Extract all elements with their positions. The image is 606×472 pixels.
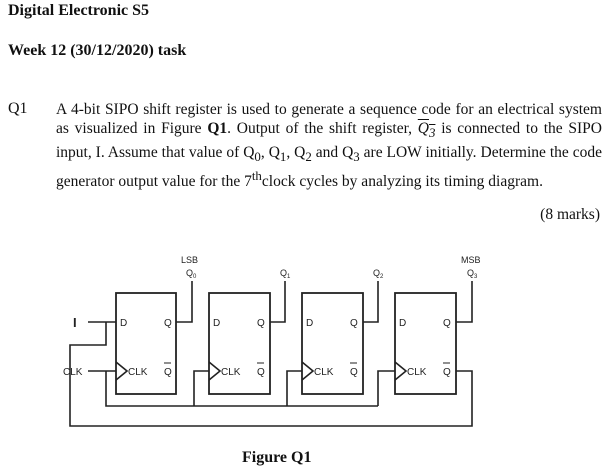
feedback-wire [69, 322, 473, 427]
clock-wire-1 [193, 370, 209, 406]
svg-text:CLK: CLK [128, 367, 148, 378]
figure-caption: Figure Q1 [242, 449, 312, 466]
flipflop-1 [208, 292, 271, 395]
svg-text:D: D [399, 318, 406, 329]
svg-text:Q: Q [373, 268, 380, 278]
input-label: I [73, 315, 77, 330]
question-text: A 4-bit SIPO shift register is used to g… [56, 101, 602, 191]
svg-text:Q: Q [257, 367, 265, 378]
svg-text:Q: Q [280, 268, 287, 278]
svg-text:Q: Q [350, 318, 358, 329]
svg-text:0: 0 [193, 274, 197, 280]
svg-text:Q: Q [467, 268, 474, 278]
svg-text:Q: Q [257, 318, 265, 329]
svg-text:Q: Q [186, 268, 193, 278]
svg-text:1: 1 [287, 274, 291, 280]
msb-label: MSB [461, 255, 481, 265]
q1-output-wire [270, 281, 286, 323]
q0-output-wire [176, 281, 193, 323]
clock-triangle-3 [394, 361, 408, 381]
svg-text:Q: Q [443, 367, 451, 378]
clock-triangle-0 [115, 361, 129, 381]
flipflop-3 [394, 292, 457, 395]
svg-text:Q: Q [443, 318, 451, 329]
svg-text:D: D [213, 318, 220, 329]
q3-output-wire [456, 281, 473, 323]
svg-text:D: D [120, 318, 127, 329]
task-title: Week 12 (30/12/2020) task [8, 42, 187, 59]
svg-text:CLK: CLK [221, 367, 241, 378]
svg-text:CLK: CLK [407, 367, 427, 378]
svg-text:2: 2 [380, 274, 384, 280]
clock-label: CLK [63, 367, 83, 378]
ff0-labels: D Q Q CLK Q 0 [120, 268, 197, 378]
course-title: Digital Electronic S5 [8, 2, 150, 19]
flipflop-2 [301, 292, 364, 395]
ff3-labels: D Q Q CLK Q 3 [399, 268, 478, 378]
q2-output-wire [363, 281, 379, 323]
svg-text:Q: Q [350, 367, 358, 378]
flipflop-0 [115, 292, 177, 395]
ff1-labels: D Q Q CLK Q 1 [213, 268, 291, 378]
marks: (8 marks) [540, 206, 600, 223]
clock-triangle-2 [301, 361, 315, 381]
svg-text:CLK: CLK [314, 367, 334, 378]
lsb-label: LSB [181, 255, 198, 265]
q3-bar: Q3 [417, 120, 436, 141]
svg-text:Q: Q [164, 367, 172, 378]
svg-text:Q: Q [164, 318, 172, 329]
ff2-labels: D Q Q CLK Q 2 [306, 268, 384, 378]
question-number: Q1 [8, 100, 28, 117]
svg-text:D: D [306, 318, 313, 329]
clock-triangle-1 [208, 361, 222, 381]
clock-wire-3 [377, 370, 395, 406]
svg-text:3: 3 [474, 274, 478, 280]
figure-reference: Q1 [207, 120, 228, 138]
clock-wire-2 [286, 370, 302, 406]
